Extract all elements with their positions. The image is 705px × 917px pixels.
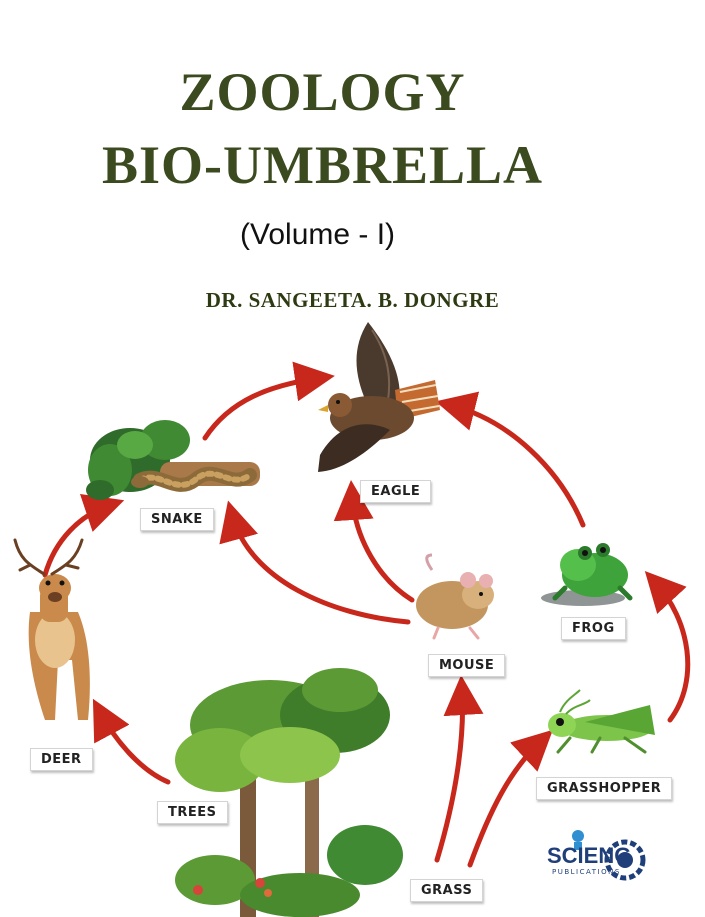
eagle-illustration (318, 322, 440, 472)
grasshopper-illustration (548, 689, 655, 754)
deer-illustration (13, 538, 90, 720)
arrow-frog-to-eagle (435, 391, 586, 528)
arrow-mouse-to-snake (219, 500, 411, 625)
title-line-1: ZOOLOGY (179, 62, 466, 122)
arrow-grass-to-grasshopper (467, 729, 553, 868)
label-trees: TREES (157, 801, 228, 824)
arrow-deer-to-snake (42, 493, 125, 578)
label-frog: FROG (561, 617, 626, 640)
label-eagle: EAGLE (360, 480, 432, 503)
publisher-logo-icon (572, 830, 646, 881)
title-line-2: BIO-UMBRELLA (101, 135, 544, 195)
volume-label: (Volume - I) (240, 218, 396, 251)
mouse-illustration (416, 553, 494, 640)
author-name: DR. SANGEETA. B. DONGRE (205, 288, 500, 312)
publisher-logo-sub: PUBLICATIONS (552, 868, 621, 876)
snake-illustration (86, 420, 260, 500)
label-snake: SNAKE (140, 508, 214, 531)
arrow-mouse-to-eagle (333, 480, 415, 603)
label-grass: GRASS (410, 879, 484, 902)
label-grasshopper: GRASSHOPPER (536, 777, 673, 800)
trees-illustration (175, 668, 403, 917)
label-mouse: MOUSE (428, 654, 506, 677)
arrow-snake-to-eagle (202, 361, 335, 441)
label-deer: DEER (30, 748, 93, 771)
arrow-trees-to-deer (92, 698, 171, 785)
publisher-logo-main: SCIENG (547, 843, 632, 868)
frog-illustration (541, 543, 633, 606)
arrow-grasshopper-to-frog (644, 570, 691, 723)
arrows (42, 361, 691, 868)
arrow-grass-to-mouse (434, 675, 484, 863)
